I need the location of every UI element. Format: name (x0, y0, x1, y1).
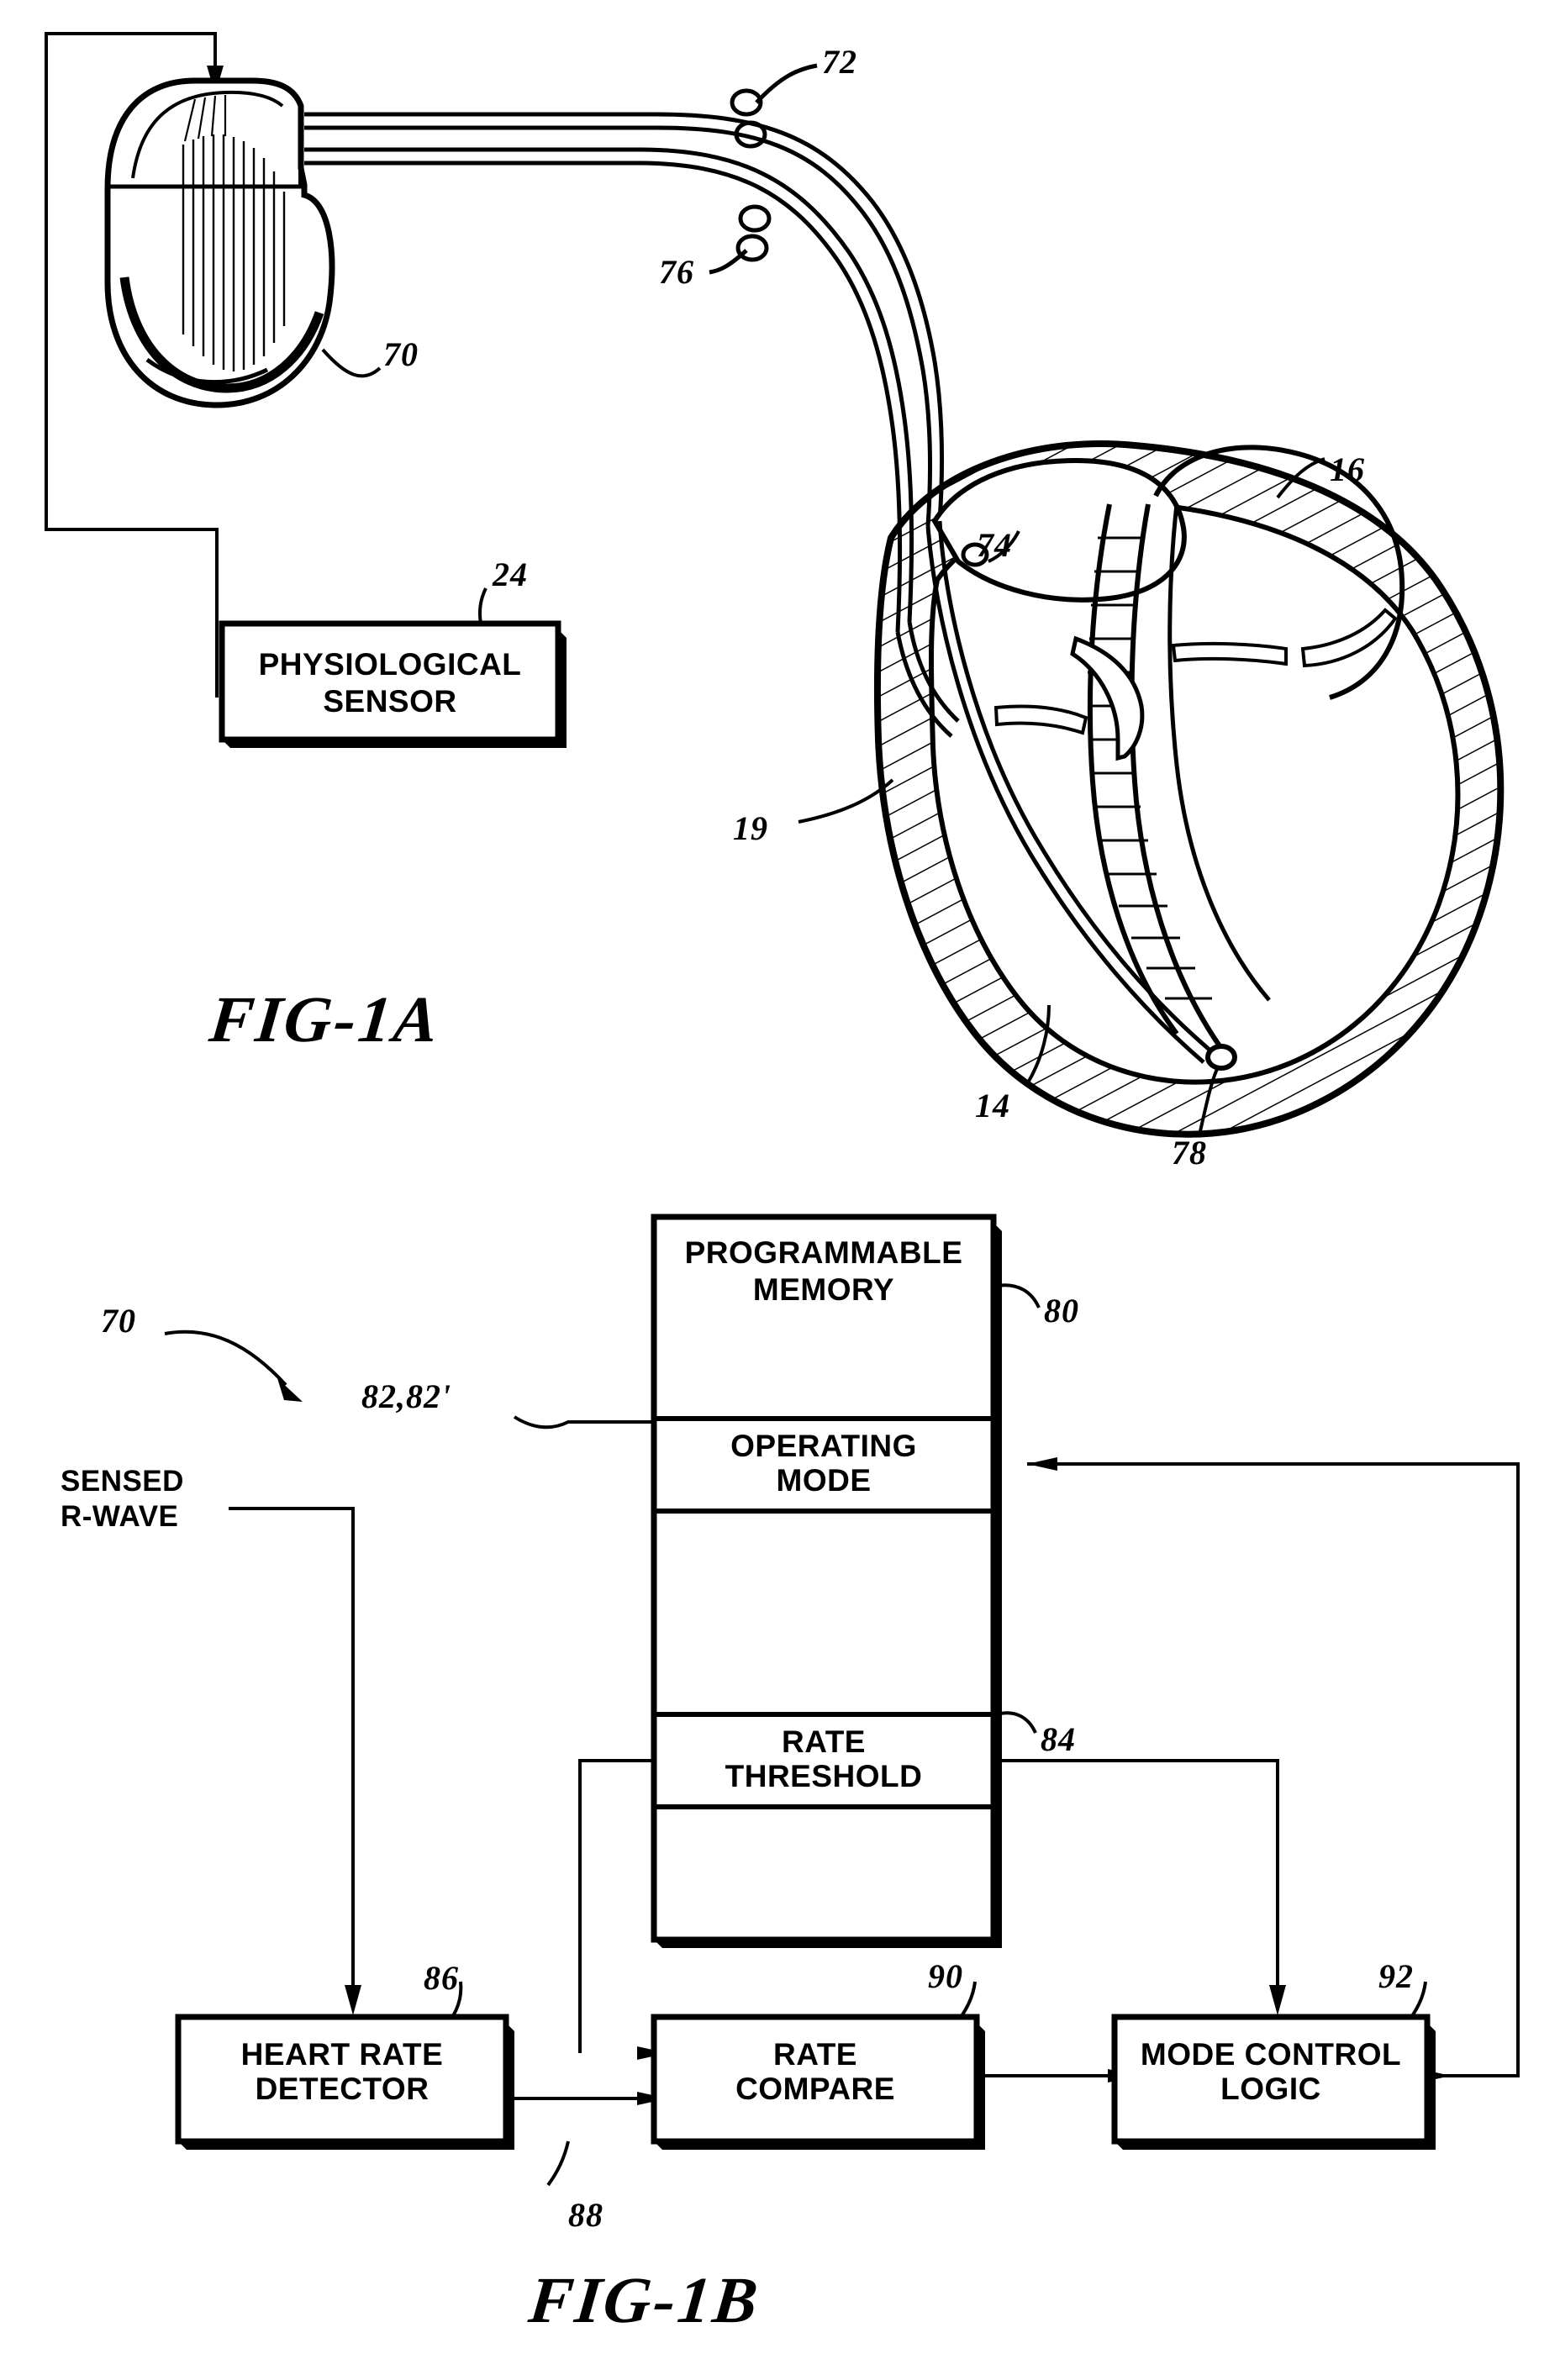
rate-threshold-cell-label: RATE THRESHOLD (725, 1724, 923, 1794)
programmable-memory-label-line1: PROGRAMMABLE (684, 1235, 963, 1270)
heart-cross-section (873, 440, 1505, 1138)
programmable-memory-label-line2: MEMORY (752, 1272, 895, 1307)
ref-92: 92 (1378, 1957, 1414, 1995)
ref-88: 88 (568, 2196, 603, 2234)
figure-caption-1b: FIG-1B (525, 2263, 764, 2336)
feedback-arrowhead (207, 66, 224, 94)
sensed-r-wave-label: SENSED R-WAVE (61, 1465, 184, 1533)
ref70-arrowhead-fig1b (277, 1378, 303, 1402)
ref-78: 78 (1172, 1134, 1207, 1172)
ref-90: 90 (928, 1957, 963, 1995)
lead-electrode-76-icon (709, 204, 772, 275)
sensor-feedback-wire (45, 32, 219, 698)
ref-76: 76 (659, 253, 694, 291)
ref-14: 14 (975, 1087, 1010, 1124)
tip-electrode-icon (1205, 1044, 1237, 1071)
ref-70-fig1b: 70 (101, 1302, 136, 1340)
ref-86: 86 (424, 1959, 459, 1997)
lead-electrode-72-icon (730, 63, 818, 149)
ref-19: 19 (733, 809, 768, 847)
ref-82: 82,82' (361, 1377, 452, 1415)
operating-mode-cell-label: OPERATING MODE (730, 1429, 917, 1498)
ref-24: 24 (493, 556, 528, 593)
ref-80: 80 (1044, 1292, 1079, 1330)
figure-caption-1a: FIG-1A (206, 982, 445, 1056)
ref-72: 72 (822, 43, 857, 81)
physiological-sensor-label-line2: SENSOR (323, 684, 457, 719)
ref-16: 16 (1330, 450, 1365, 488)
pacemaker-device-icon (104, 77, 335, 408)
ref-70-fig1a: 70 (383, 335, 419, 373)
physiological-sensor-label: PHYSIOLOGICAL (258, 647, 522, 682)
fig1a-leader-lines (321, 348, 1325, 1132)
ref-84: 84 (1041, 1720, 1076, 1758)
heart-rate-detector-label: HEART RATE DETECTOR (240, 2037, 444, 2107)
programmable-memory-block (651, 1214, 1002, 1948)
mode-control-logic-label: MODE CONTROL LOGIC (1140, 2037, 1402, 2107)
ref-74: 74 (977, 526, 1012, 564)
rate-compare-label: RATE COMPARE (735, 2037, 895, 2107)
